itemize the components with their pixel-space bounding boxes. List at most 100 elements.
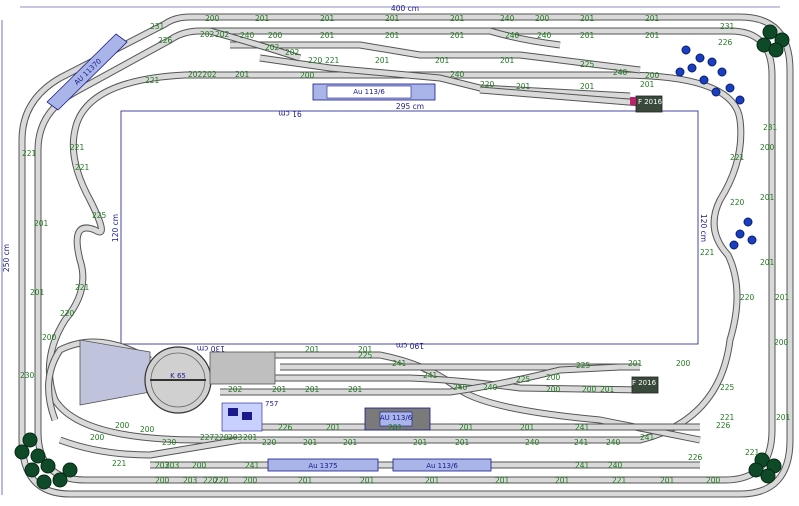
track-number-label: 200 — [760, 143, 775, 152]
track-number-label: 201 — [495, 476, 510, 485]
track-number-label: 201 — [385, 31, 400, 40]
track-number-label: 201 — [516, 82, 531, 91]
track-number-label: 200 — [243, 476, 258, 485]
small-building-label: 757 — [265, 400, 278, 408]
track-number-label: 201 — [645, 14, 660, 23]
track-number-label: 200 — [535, 14, 550, 23]
track-number-label: 230 — [162, 438, 177, 447]
track-number-label: 221 — [145, 76, 160, 85]
track-number-label: 201 — [388, 423, 403, 432]
track-number-label: 240 — [606, 438, 621, 447]
track-number-label: 202 — [285, 48, 300, 57]
track-number-label: 201 — [645, 31, 660, 40]
track-number-label: 221 — [70, 143, 85, 152]
track-number-label: 200 — [192, 461, 207, 470]
track-number-label: 202202 — [188, 70, 217, 79]
dimension-lines — [1, 6, 780, 495]
track-number-label: 200 — [90, 433, 105, 442]
track-number-label: 227220 — [200, 433, 229, 442]
track-number-label: 201 — [243, 433, 258, 442]
track-number-label: 230 — [20, 371, 35, 380]
track-number-label: 201 — [455, 438, 470, 447]
track-number-label: 203 — [228, 433, 243, 442]
bush-icon — [729, 240, 739, 250]
track-number-label: 201 — [520, 423, 535, 432]
track-number-label: 201 — [435, 56, 450, 65]
track-number-label: 226 — [688, 453, 703, 462]
track-number-label: 221 — [75, 283, 90, 292]
outer-height-label: 250 cm — [2, 244, 11, 272]
tree-icon — [768, 42, 784, 58]
track-number-label: 201 — [305, 345, 320, 354]
tree-icon — [52, 472, 68, 488]
inner-width-bottom-label: 190 cm — [396, 341, 424, 350]
station-bottom-left-label: Au 1375 — [308, 462, 337, 470]
track-number-label: 226 — [278, 423, 293, 432]
track-number-label: 201 — [326, 423, 341, 432]
bush-icon — [695, 53, 705, 63]
track-number-label: 225 — [576, 361, 591, 370]
shed-top-right-label: F 2016 — [638, 98, 663, 106]
track-number-label: 200 — [140, 425, 155, 434]
tree-icon — [30, 448, 46, 464]
track-number-label: 201 — [776, 413, 791, 422]
bush-icon — [717, 67, 727, 77]
track-number-label: 221 — [730, 153, 745, 162]
track-number-label: 225 — [358, 351, 373, 360]
track-number-label: 201 — [425, 476, 440, 485]
bush-icon — [699, 75, 709, 85]
track-number-label: 240 — [505, 31, 520, 40]
bush-icon — [707, 57, 717, 67]
track-number-label: 200 — [546, 385, 561, 394]
track-number-label: 200 — [645, 71, 660, 80]
track-number-label: 201 — [760, 193, 775, 202]
station-bottom-right — [392, 458, 492, 472]
track-number-label: 220 — [60, 309, 75, 318]
track-number-label: 202 — [228, 385, 243, 394]
track-number-label: 240 — [537, 31, 552, 40]
track-number-label: 201 — [628, 359, 643, 368]
goods-shed-label: AU 113/6 — [380, 414, 413, 422]
tree-icon — [22, 432, 38, 448]
track-number-label: 200 — [774, 338, 789, 347]
track-number-label: 200 — [582, 385, 597, 394]
track-number-label: 201 — [450, 31, 465, 40]
track-number-label: 201 — [343, 438, 358, 447]
track-number-label: 200 — [300, 71, 315, 80]
inner-board-outline — [120, 110, 699, 345]
track-number-label: 240 — [613, 68, 628, 77]
track-number-label: 241 — [575, 423, 590, 432]
track-number-label: 221 — [612, 476, 627, 485]
track-number-label: 201 — [640, 80, 655, 89]
shed-right-label: F 2016 — [632, 379, 657, 387]
track-number-label: 225 — [92, 211, 107, 220]
track-number-label: 201 — [500, 56, 515, 65]
track-number-label: 240 — [500, 14, 515, 23]
track-number-label: 201 — [450, 14, 465, 23]
track-number-label: 225 — [516, 375, 531, 384]
turntable-label: K 65 — [170, 372, 186, 380]
track-number-label: 203 — [183, 476, 198, 485]
track-number-label: 201 — [775, 293, 790, 302]
track-number-label: 200 — [155, 476, 170, 485]
track-number-label: 240 — [483, 383, 498, 392]
track-number-label: 201 — [303, 438, 318, 447]
track-number-label: 240 — [450, 70, 465, 79]
engine-shed — [209, 351, 276, 385]
track-number-label: 200 — [205, 14, 220, 23]
track-number-label: 226 — [716, 421, 731, 430]
tree-icon — [24, 462, 40, 478]
tree-icon — [760, 468, 776, 484]
track-number-label: 201 — [413, 438, 428, 447]
bush-icon — [743, 217, 753, 227]
track-number-label: 220 — [214, 476, 229, 485]
track-number-label: 200 — [546, 373, 561, 382]
track-number-label: 225 — [720, 383, 735, 392]
track-number-label: 221 — [720, 413, 735, 422]
bush-icon — [687, 63, 697, 73]
track-number-label: 231 — [720, 22, 735, 31]
track-number-label: 201 — [580, 31, 595, 40]
track-number-label: 221 — [22, 149, 37, 158]
track-number-label: 225 — [580, 60, 595, 69]
